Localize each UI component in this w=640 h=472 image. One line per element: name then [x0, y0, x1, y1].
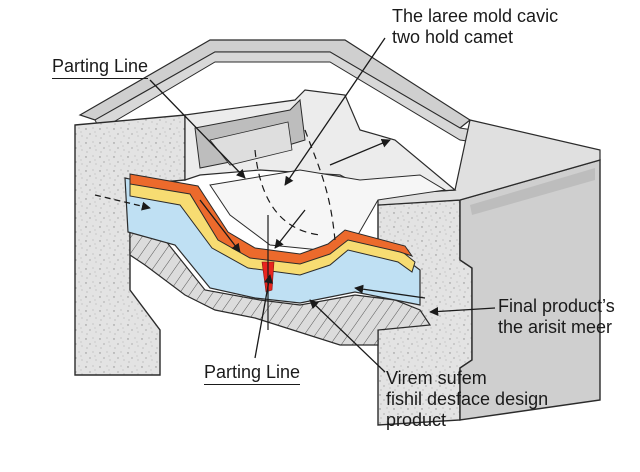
flow-arrow-up	[329, 138, 391, 166]
label-virem: Virem sufem fishil desface design produc…	[386, 368, 548, 431]
leader-virem	[309, 299, 386, 373]
label-parting-line-top: Parting Line	[52, 56, 149, 79]
leader-final-product	[429, 306, 496, 317]
inner-recess-face	[209, 121, 293, 166]
flow-arrow-cavity	[274, 209, 306, 249]
leader-parting-top	[149, 79, 246, 179]
orange-product-layer	[129, 173, 414, 265]
dashed-flow-2	[304, 129, 336, 241]
label-virem-line3: product	[386, 410, 447, 430]
flow-arrow-orange	[199, 199, 241, 253]
cavity-floor	[209, 169, 447, 251]
flow-arrow-right	[354, 284, 426, 299]
leader-top-right	[284, 37, 386, 186]
label-final-product-line2: the arisit meer	[498, 317, 613, 337]
label-parting-line-bottom: Parting Line	[204, 362, 301, 385]
lower-mold-hatched	[129, 231, 432, 346]
label-final-product: Final product’s the arisit meer	[498, 296, 615, 338]
label-final-product-line1: Final product’s	[498, 296, 615, 316]
label-mold-cavity-line1: The laree mold cavic	[392, 6, 559, 26]
label-virem-line2: fishil desface design	[386, 389, 549, 409]
leader-parting-bottom	[254, 274, 274, 359]
right-block-side	[459, 159, 601, 421]
cavity-back-wall	[184, 89, 457, 196]
label-mold-cavity-line2: two hold camet	[392, 27, 514, 47]
label-mold-cavity: The laree mold cavic two hold camet	[392, 6, 558, 48]
right-side-shade	[470, 168, 595, 215]
label-virem-line1: Virem sufem	[386, 368, 487, 388]
dashed-flow-1	[254, 149, 321, 236]
